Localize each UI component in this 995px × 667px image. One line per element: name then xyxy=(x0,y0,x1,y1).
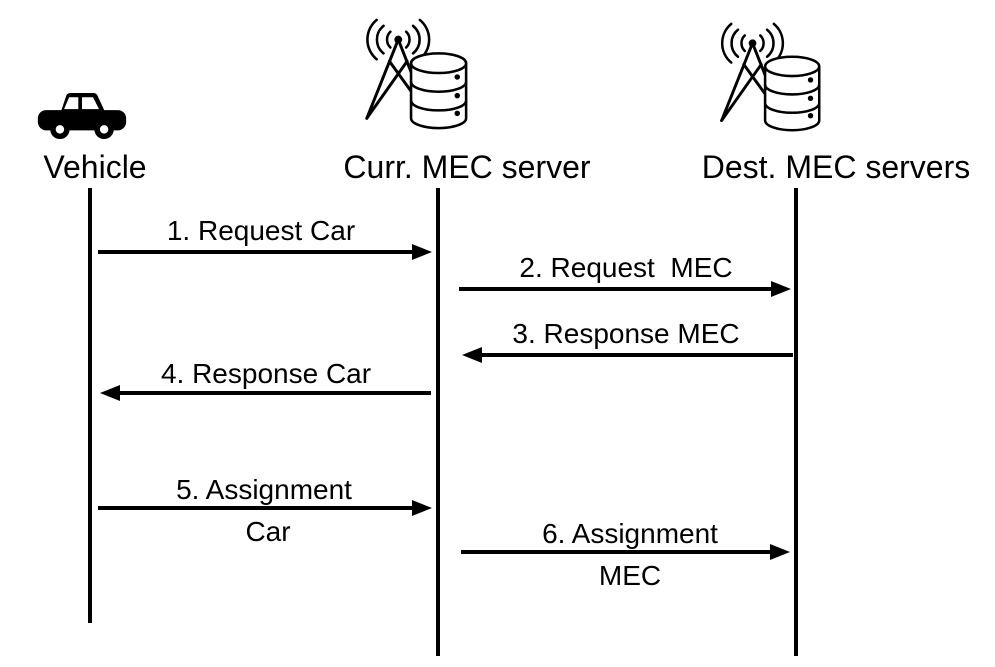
message-arrow-5 xyxy=(98,500,432,516)
arrowhead-left-icon xyxy=(462,347,482,363)
message-label-5-line2: Car xyxy=(245,516,291,547)
arrowhead-right-icon xyxy=(771,281,791,297)
arrowhead-right-icon xyxy=(770,544,790,560)
message-arrow-1 xyxy=(98,244,432,260)
antenna-database-icon xyxy=(355,16,473,134)
message-label-6-line2: MEC xyxy=(598,560,662,591)
arrowhead-right-icon xyxy=(412,244,432,260)
arrowhead-left-icon xyxy=(100,385,120,401)
message-label-2: 2. Request MEC xyxy=(519,252,733,283)
message-arrow-4 xyxy=(100,385,431,401)
message-label-4: 4. Response Car xyxy=(160,358,372,389)
lifeline-vehicle xyxy=(88,188,92,623)
arrowhead-right-icon xyxy=(412,500,432,516)
actor-label-dest-mec-servers: Dest. MEC servers xyxy=(701,149,971,185)
lifeline-dest-mec-servers xyxy=(794,188,798,656)
message-arrow-3 xyxy=(462,347,793,363)
message-label-3: 3. Response MEC xyxy=(512,318,740,349)
message-label-5: 5. Assignment xyxy=(176,474,352,505)
message-label-6: 6. Assignment xyxy=(542,518,718,549)
actor-label-curr-mec-server: Curr. MEC server xyxy=(343,149,591,185)
car-icon xyxy=(36,88,128,141)
lifeline-curr-mec-server xyxy=(436,188,440,656)
message-label-1: 1. Request Car xyxy=(166,215,356,246)
actor-label-vehicle: Vehicle xyxy=(43,149,147,185)
antenna-database-icon xyxy=(710,20,826,136)
message-arrow-6 xyxy=(461,544,790,560)
message-arrow-2 xyxy=(459,281,791,297)
